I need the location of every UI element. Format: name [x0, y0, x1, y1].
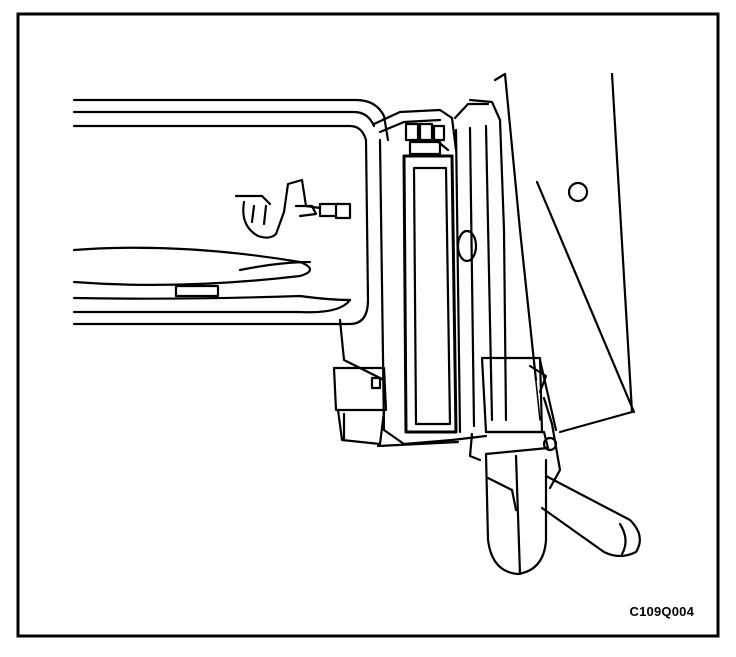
seat-cushion-frame	[72, 98, 390, 432]
door-panel	[493, 72, 636, 434]
wire-clip	[234, 178, 352, 239]
seat-rail-channel	[402, 98, 508, 434]
release-tool	[468, 356, 641, 576]
connector-block	[332, 366, 488, 448]
figure-border	[16, 12, 720, 638]
latch-assembly	[372, 108, 458, 156]
figure-code-label: C109Q004	[629, 604, 694, 619]
